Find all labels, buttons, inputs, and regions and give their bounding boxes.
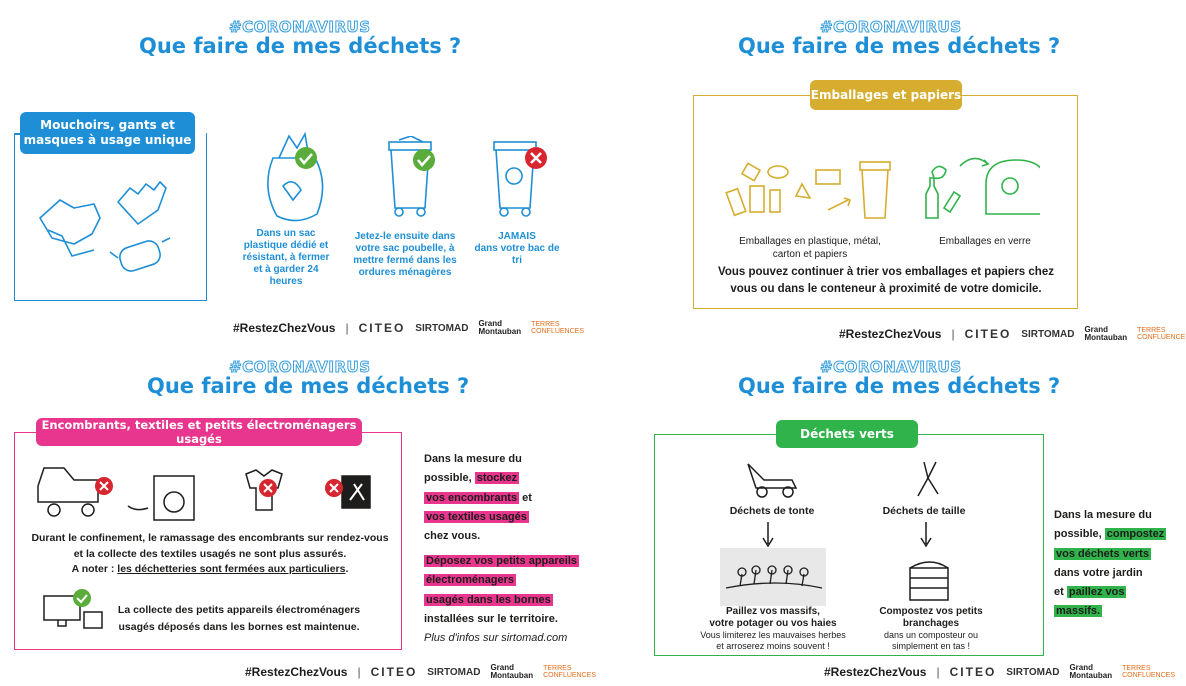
arrow-down-icon xyxy=(762,522,774,548)
glass-container-icon xyxy=(925,157,1040,219)
pruning-shears-icon xyxy=(917,461,939,497)
sirtomad-logo: SIRTOMAD xyxy=(1021,328,1075,340)
hashtag: #CORONAVIRUS xyxy=(820,358,962,377)
footer-hashtag: #RestezChezVous xyxy=(233,321,336,335)
page-title: Que faire de mes déchets ? xyxy=(738,374,1061,398)
side-text: Dans la mesure du possible, compostez vo… xyxy=(1054,509,1167,618)
lawnmower-icon xyxy=(747,463,798,498)
hashtag: #CORONAVIRUS xyxy=(229,18,371,37)
hashtag: #CORONAVIRUS xyxy=(229,358,371,377)
page-title: Que faire de mes déchets ? xyxy=(147,374,470,398)
side-text-2: Déposez vos petits appareils électroména… xyxy=(424,555,579,644)
body-text-2: A noter : les déchetteries sont fermées … xyxy=(71,563,349,575)
garden-image xyxy=(720,548,826,606)
page-title: Que faire de mes déchets ? xyxy=(139,34,462,58)
frame xyxy=(14,133,207,301)
label-pruning: Déchets de taille xyxy=(882,505,966,517)
appliances-icon xyxy=(43,589,103,629)
bag-icon xyxy=(267,131,324,222)
trash-bin-icon xyxy=(388,136,435,217)
citeo-logo: CITEO xyxy=(358,321,406,335)
compost-bin-icon xyxy=(909,561,949,601)
body-text-1: Durant le confinement, le ramassage des … xyxy=(31,532,389,561)
page-title: Que faire de mes déchets ? xyxy=(738,34,1061,58)
sirtomad-logo: SIRTOMAD xyxy=(415,322,469,334)
category-pill: Emballages et papiers xyxy=(810,80,962,110)
category-pill: Déchets verts xyxy=(776,420,918,448)
bulky-items-icon xyxy=(37,467,371,521)
sirtomad-logo: SIRTOMAD xyxy=(427,666,481,678)
citeo-logo: CITEO xyxy=(964,327,1012,341)
hashtag: #CORONAVIRUS xyxy=(820,18,962,37)
sirtomad-logo: SIRTOMAD xyxy=(1006,666,1060,678)
step-bag-text: Dans un sac plastique dédié et résistant… xyxy=(242,228,330,287)
footer-hashtag: #RestezChezVous xyxy=(245,665,348,679)
footer-hashtag: #RestezChezVous xyxy=(824,665,927,679)
body-text: Vous pouvez continuer à trier vos emball… xyxy=(718,266,1054,295)
gloves-masks-icon xyxy=(39,181,171,272)
caption-mulch: Paillez vos massifs, votre potager ou vo… xyxy=(700,606,846,651)
citeo-logo: CITEO xyxy=(370,665,418,679)
caption-plastic: Emballages en plastique, métal, carton e… xyxy=(739,236,881,260)
category-pill: Mouchoirs, gants et masques à usage uniq… xyxy=(20,112,195,154)
side-text-1: Dans la mesure du possible, stockez vos … xyxy=(424,453,532,542)
category-pill: Encombrants, textiles et petits électrom… xyxy=(36,418,362,446)
footer-hashtag: #RestezChezVous xyxy=(839,327,942,341)
step-never-text: JAMAIS dans votre bac de tri xyxy=(474,231,560,266)
citeo-logo: CITEO xyxy=(949,665,997,679)
packaging-icon xyxy=(725,161,891,219)
recycling-bin-icon xyxy=(493,141,547,217)
caption-compost: Compostez vos petits branchages dans un … xyxy=(879,606,983,651)
body-text-3: La collecte des petits appareils électro… xyxy=(117,604,361,633)
arrow-down-icon xyxy=(920,522,932,548)
step-bin-text: Jetez-le ensuite dans votre sac poubelle… xyxy=(353,231,457,278)
caption-glass: Emballages en verre xyxy=(939,236,1031,247)
label-mowing: Déchets de tonte xyxy=(729,505,815,517)
